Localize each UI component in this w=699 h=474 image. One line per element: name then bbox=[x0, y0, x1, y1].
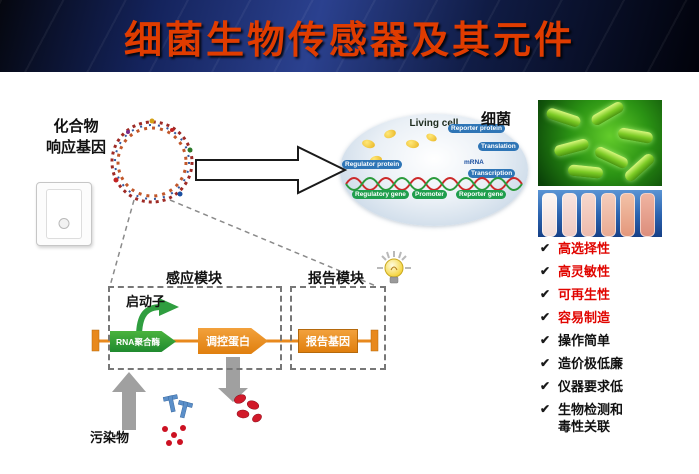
pollutant-up-arrow-icon bbox=[112, 372, 146, 430]
check-icon: ✔ bbox=[540, 402, 551, 416]
regulator-protein-label: Regulator protein bbox=[342, 160, 403, 169]
compound-label-line2: 响应基因 bbox=[45, 139, 106, 156]
title-banner: 细菌生物传感器及其元件 bbox=[0, 0, 699, 72]
transcription-label: Transcription bbox=[468, 169, 516, 178]
bacteria-photo bbox=[538, 100, 662, 186]
test-tube bbox=[581, 193, 596, 237]
bacterium-rod bbox=[589, 100, 626, 128]
compound-response-gene-label: 化合物 响应基因 bbox=[26, 116, 126, 158]
promoter-gene-label: Promoter bbox=[412, 190, 447, 199]
test-tube bbox=[601, 193, 616, 237]
feature-label: 可再生性 bbox=[558, 287, 611, 302]
inducer-blob-icon bbox=[361, 138, 376, 150]
test-tube bbox=[640, 193, 655, 237]
feature-item: ✔ 生物检测和毒性关联 bbox=[540, 401, 695, 435]
feature-label: 造价极低廉 bbox=[558, 356, 624, 371]
check-icon: ✔ bbox=[540, 333, 551, 347]
feature-item: ✔ 高灵敏性 bbox=[540, 263, 695, 280]
page-title: 细菌生物传感器及其元件 bbox=[123, 19, 575, 62]
mrna-label: mRNA bbox=[464, 159, 484, 166]
translation-label: Translation bbox=[478, 142, 519, 151]
regulatory-protein-box: 调控蛋白 bbox=[198, 328, 268, 354]
sensing-module-label: 感应模块 bbox=[166, 270, 222, 286]
light-switch-plate bbox=[46, 189, 82, 239]
feature-item: ✔ 仪器要求低 bbox=[540, 378, 695, 395]
inducer-blob-icon bbox=[425, 132, 438, 143]
check-icon: ✔ bbox=[540, 264, 551, 278]
reporter-protein-label: Reporter protein bbox=[448, 124, 505, 133]
pollutant-molecules-icon bbox=[162, 425, 186, 446]
feature-label: 高灵敏性 bbox=[558, 264, 611, 279]
light-switch-icon bbox=[36, 182, 92, 246]
feature-item: ✔ 操作简单 bbox=[540, 332, 695, 349]
rna-polymerase-box: RNA聚合酶 bbox=[110, 331, 176, 352]
living-cell-title: Living cell bbox=[409, 118, 459, 129]
feature-label: 操作简单 bbox=[558, 333, 611, 348]
bacterium-rod bbox=[567, 164, 604, 179]
reporter-module-box bbox=[290, 286, 386, 370]
bacterium-rod bbox=[553, 137, 590, 158]
feature-item: ✔ 容易制造 bbox=[540, 309, 695, 326]
compound-label-line1: 化合物 bbox=[53, 118, 99, 135]
feature-item: ✔ 可再生性 bbox=[540, 286, 695, 303]
bacterium-rod bbox=[545, 106, 582, 129]
feature-item: ✔ 高选择性 bbox=[540, 240, 695, 257]
bacterium-rod bbox=[617, 127, 654, 144]
check-icon: ✔ bbox=[540, 379, 551, 393]
sensing-module-box bbox=[108, 286, 282, 370]
feature-label: 生物检测和毒性关联 bbox=[558, 402, 624, 434]
feature-label: 高选择性 bbox=[558, 241, 611, 256]
check-icon: ✔ bbox=[540, 356, 551, 370]
feature-label: 仪器要求低 bbox=[558, 379, 624, 394]
assay-tubes-photo bbox=[538, 190, 662, 237]
check-icon: ✔ bbox=[540, 310, 551, 324]
check-icon: ✔ bbox=[540, 241, 551, 255]
check-icon: ✔ bbox=[540, 287, 551, 301]
reporter-gene-box: 报告基因 bbox=[298, 329, 358, 353]
regulatory-protein-molecules-icon bbox=[234, 394, 262, 423]
transform-arrow-icon bbox=[195, 145, 348, 195]
test-tube bbox=[542, 193, 557, 237]
living-cell-diagram: Living cell Regulator protein Reporter p… bbox=[340, 114, 528, 226]
test-tube bbox=[562, 193, 577, 237]
reporter-module-label: 报告模块 bbox=[308, 270, 364, 286]
promoter-label: 启动子 bbox=[126, 294, 166, 309]
inhibitor-t-pins-icon bbox=[162, 394, 194, 419]
bacterium-rod bbox=[593, 145, 630, 170]
feature-label: 容易制造 bbox=[558, 310, 611, 325]
reporter-gene-label: Reporter gene bbox=[456, 190, 507, 199]
light-switch-button bbox=[58, 218, 70, 229]
feature-item: ✔ 造价极低廉 bbox=[540, 355, 695, 372]
feature-list: ✔ 高选择性 ✔ 高灵敏性 ✔ 可再生性 ✔ 容易制造 ✔ 操作简单 ✔ 造价极低廉 ✔ 仪器… bbox=[540, 240, 695, 441]
pollutant-label: 污染物 bbox=[90, 430, 130, 445]
regulatory-gene-label: Regulatory gene bbox=[352, 190, 409, 199]
bacterium-rod bbox=[622, 151, 657, 184]
inducer-blob-icon bbox=[382, 128, 398, 140]
bacteria-label: 细菌 bbox=[481, 111, 512, 128]
inducer-blob-icon bbox=[405, 139, 420, 149]
test-tube bbox=[620, 193, 635, 237]
